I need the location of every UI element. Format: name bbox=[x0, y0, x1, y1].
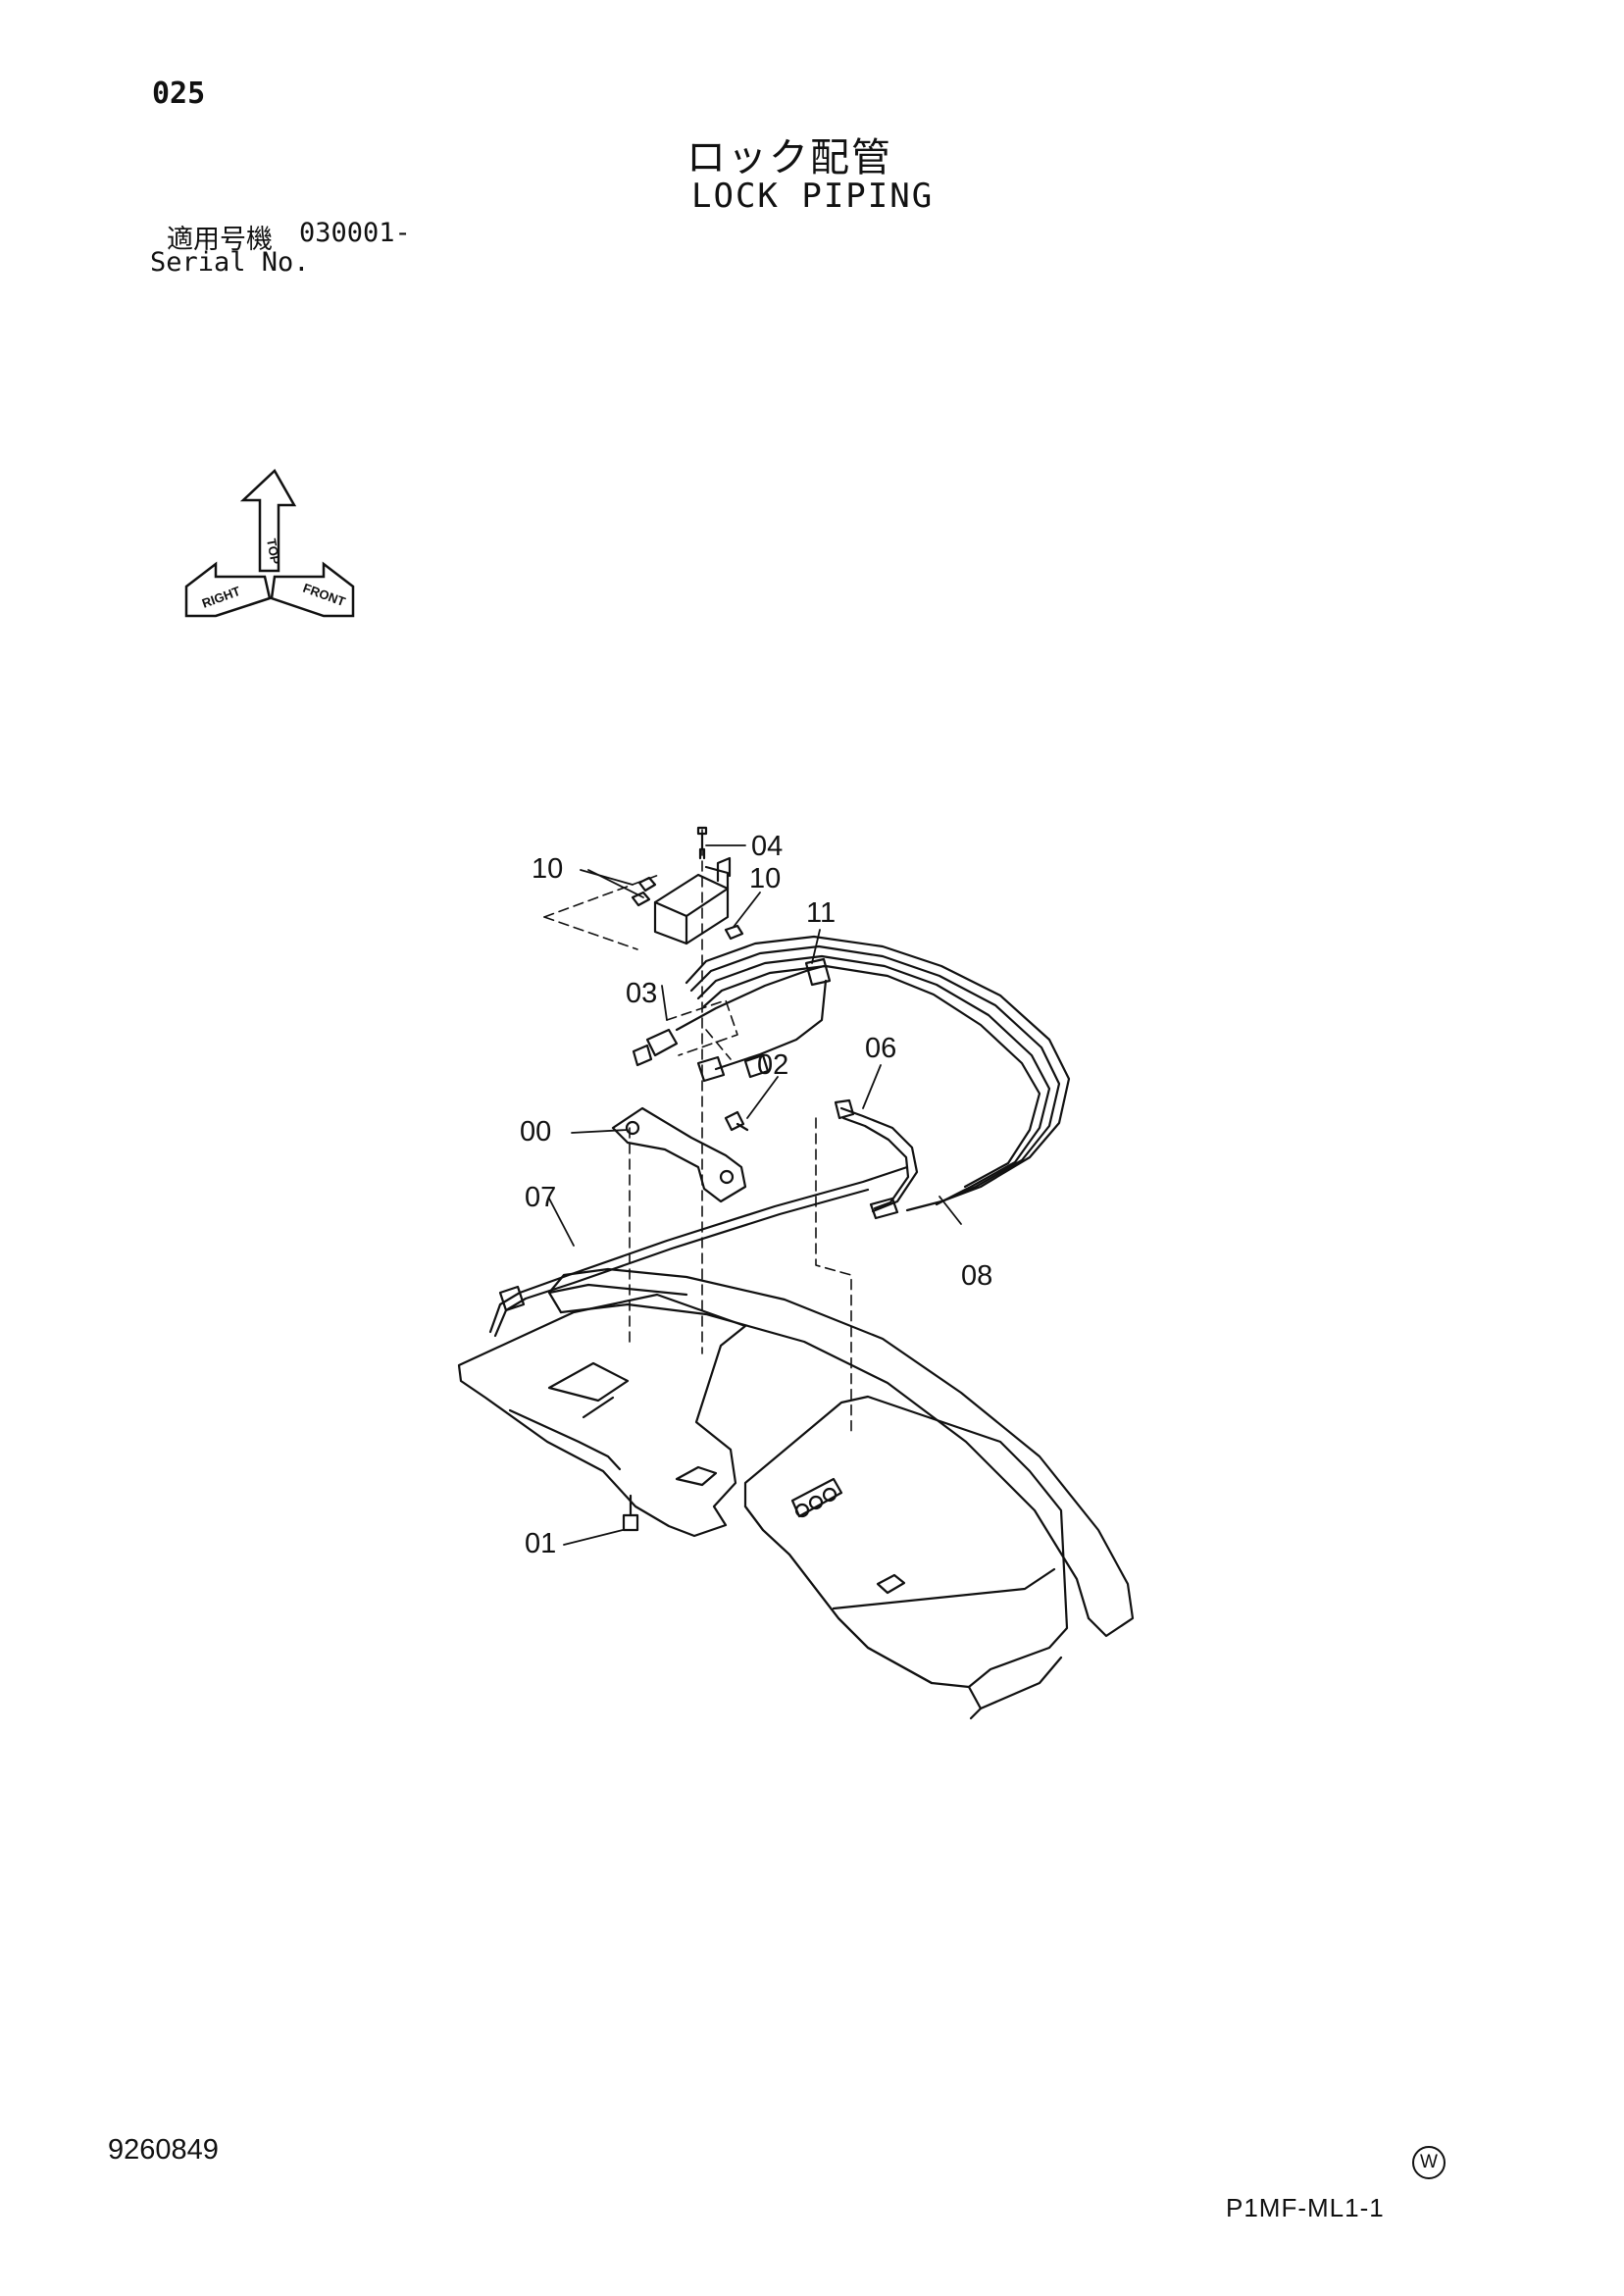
drawing-number: 9260849 bbox=[108, 2134, 219, 2166]
callout-10-left: 10 bbox=[532, 853, 563, 885]
callout-08: 08 bbox=[961, 1260, 992, 1292]
serial-label-japanese: 適用号機 bbox=[167, 225, 273, 255]
orientation-arrows-icon: TOP RIGHT FRONT bbox=[184, 469, 355, 618]
callout-11: 11 bbox=[806, 897, 836, 929]
serial-label-english: Serial No. bbox=[150, 247, 310, 278]
callout-00: 00 bbox=[520, 1116, 551, 1148]
callout-10-right: 10 bbox=[749, 863, 781, 894]
callout-04: 04 bbox=[751, 831, 783, 862]
callout-03: 03 bbox=[626, 978, 657, 1009]
catalog-code: P1MF-ML1-1 bbox=[1226, 2193, 1385, 2222]
callout-01: 01 bbox=[525, 1528, 556, 1559]
hose-06 bbox=[839, 1106, 919, 1213]
hose-bundle bbox=[685, 935, 1071, 1212]
mounting-bracket bbox=[611, 1106, 747, 1203]
callout-07: 07 bbox=[525, 1182, 556, 1213]
maker-mark-circle: W bbox=[1412, 2146, 1446, 2179]
callout-02: 02 bbox=[757, 1049, 788, 1081]
page-title-english: LOCK PIPING bbox=[691, 177, 935, 216]
page-number: 025 bbox=[152, 77, 206, 111]
orientation-top-label: TOP bbox=[264, 537, 282, 566]
callout-06: 06 bbox=[865, 1033, 896, 1064]
floor-plate bbox=[457, 1293, 747, 1538]
lock-valve-block bbox=[653, 873, 730, 945]
page-title-japanese: ロック配管 bbox=[686, 135, 892, 180]
guard-rail bbox=[547, 1267, 1135, 1638]
serial-number-value: 030001- bbox=[299, 218, 411, 248]
